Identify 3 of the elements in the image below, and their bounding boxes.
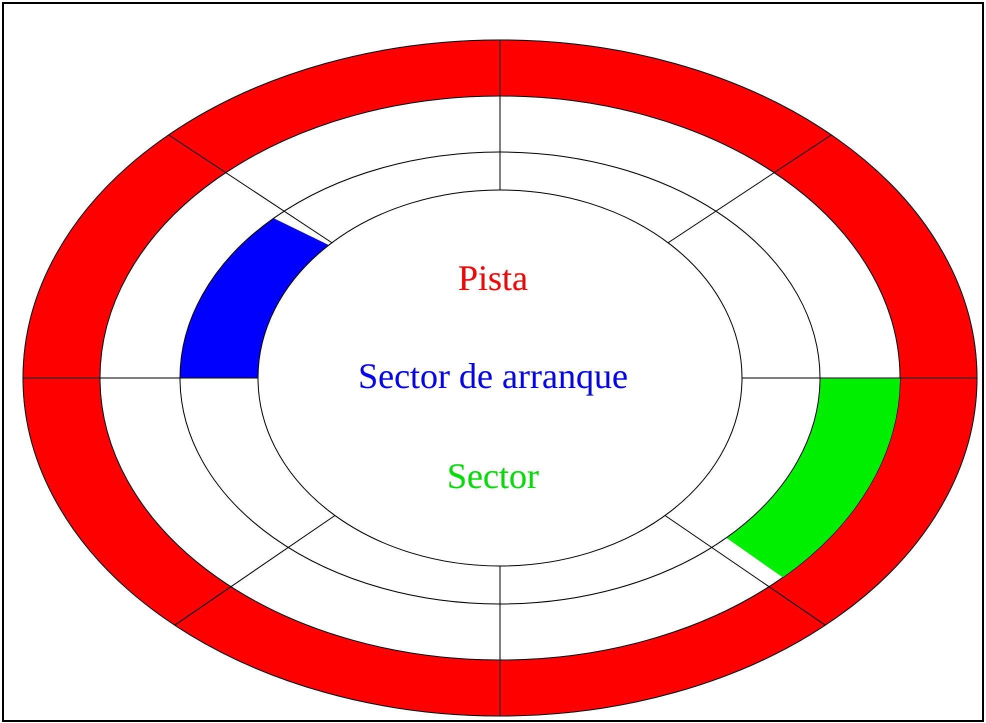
label-text: Sector de arranque	[357, 356, 629, 396]
label-text: Sector	[446, 456, 540, 496]
label-text: Pista	[456, 258, 529, 298]
